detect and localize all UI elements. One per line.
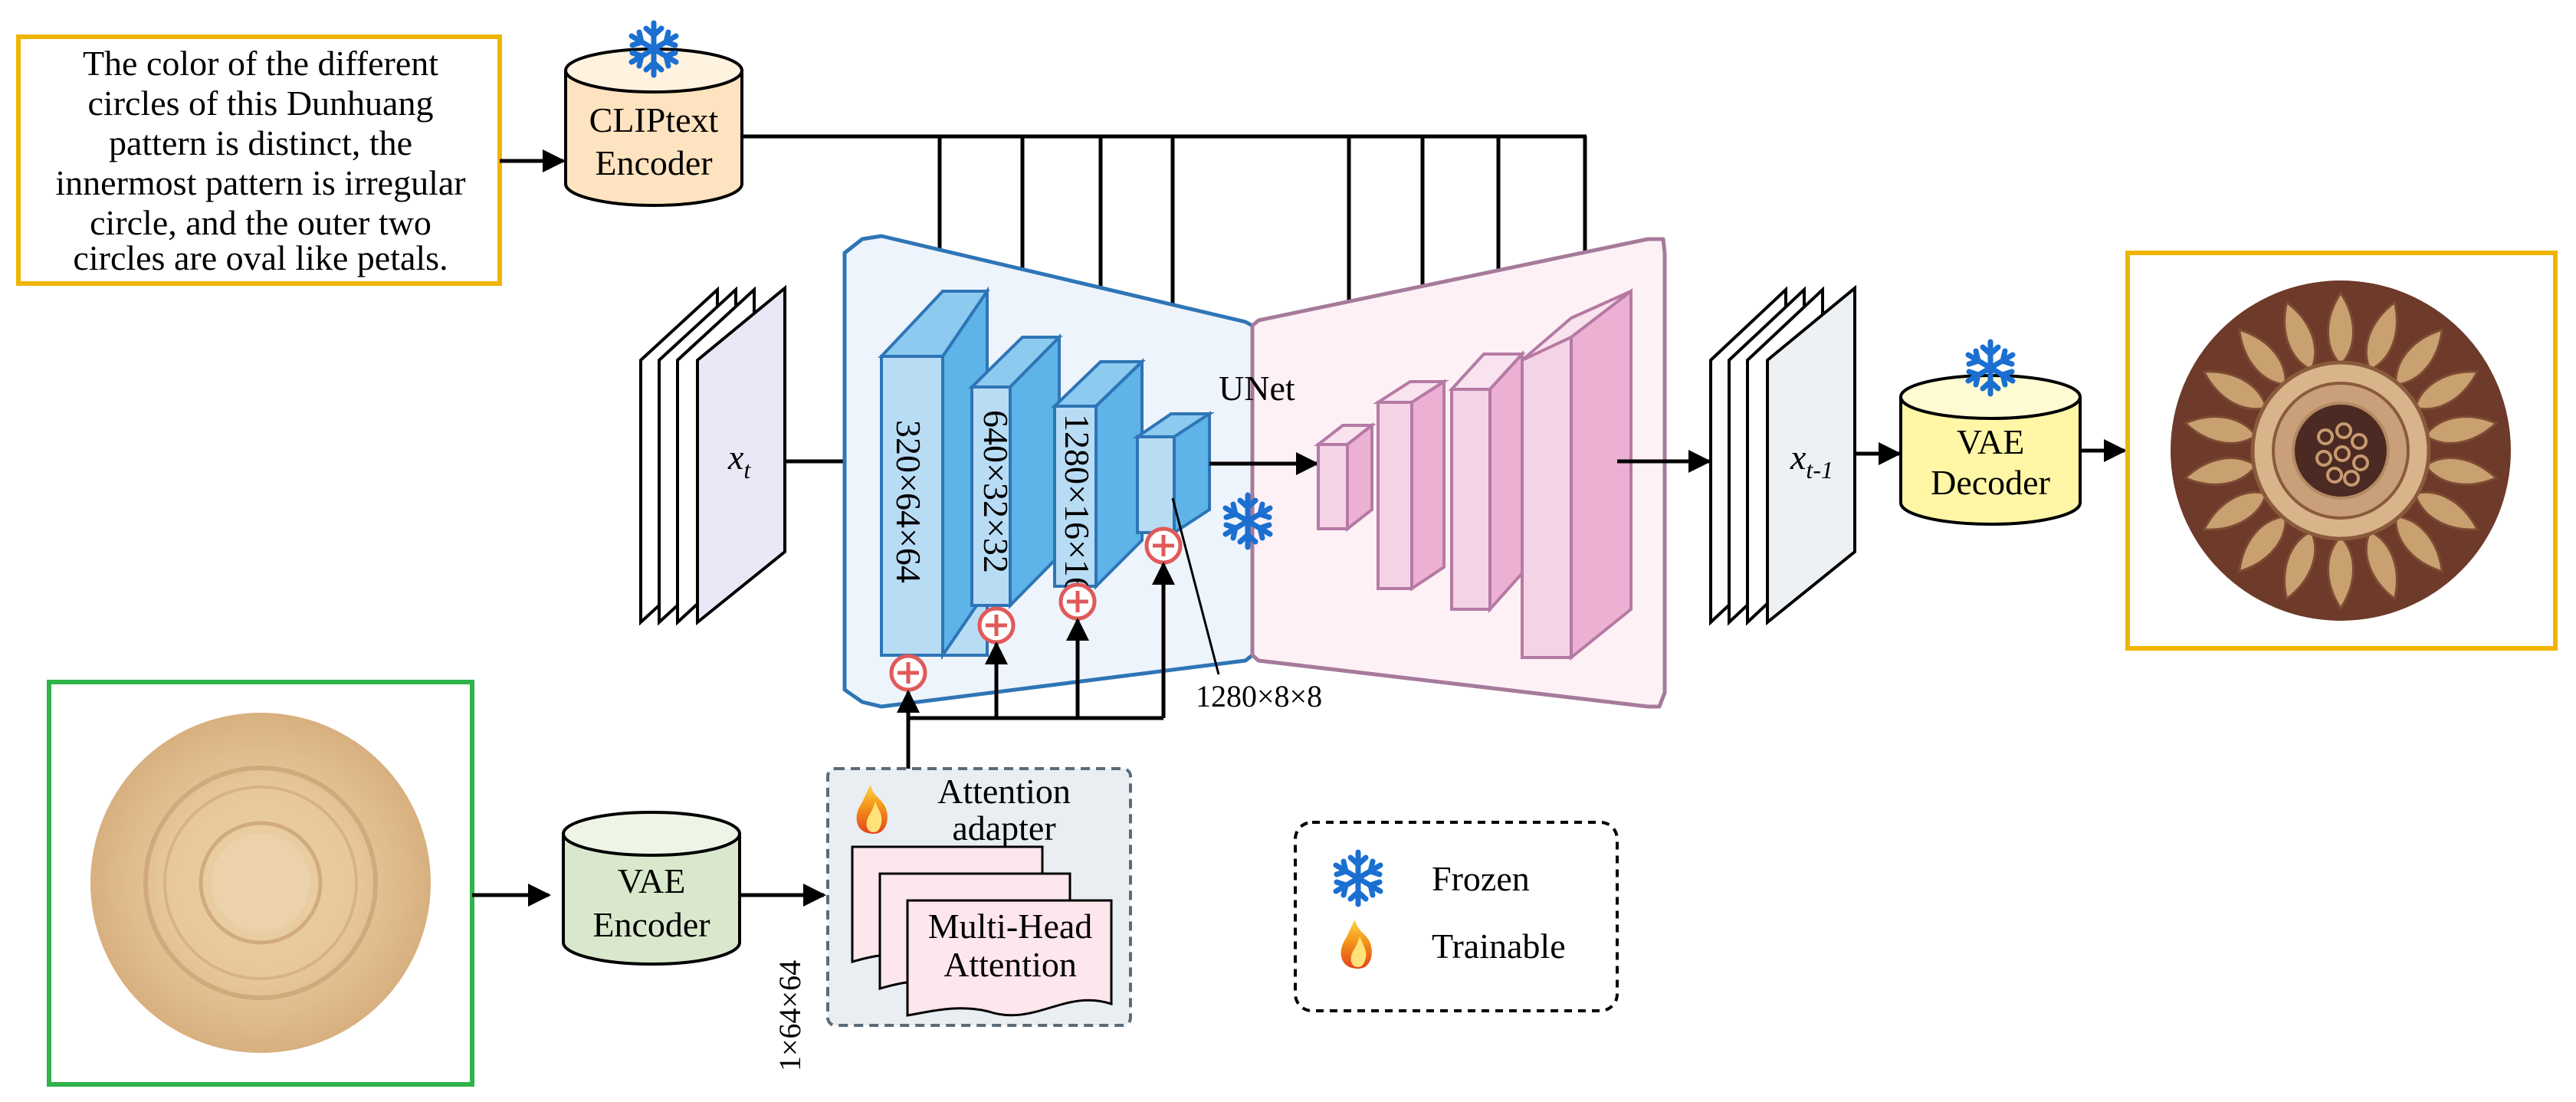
encoder-block-2: 640×32×32 xyxy=(968,333,1063,609)
legend: Frozen Trainable xyxy=(1294,821,1619,1012)
prompt-line: innermost pattern is irregular xyxy=(55,163,465,202)
encoder-block-3: 1280×16×16 xyxy=(1051,358,1146,595)
prompt-line: circles are oval like petals. xyxy=(73,238,448,277)
mha-label-2: Attention xyxy=(943,945,1077,984)
plus-circle-icon xyxy=(980,608,1013,642)
decoder-block-4 xyxy=(1521,287,1633,661)
adapter-label-2: adapter xyxy=(952,808,1055,848)
output-latent-stack: xt-1 xyxy=(1709,284,1856,626)
legend-frozen-label: Frozen xyxy=(1432,859,1530,898)
condition-image xyxy=(47,680,474,1087)
input-latent-label: xt xyxy=(727,438,751,484)
attention-adapter: Attention adapter Multi-Head Attention xyxy=(826,767,1132,1027)
decoder-block-2 xyxy=(1373,379,1449,592)
vae-encoder-label-1: VAE xyxy=(618,861,686,900)
input-latent-stack: xt xyxy=(639,284,786,626)
decoder-block-1 xyxy=(1314,421,1377,533)
text-prompt-box: The color of the different circles of th… xyxy=(16,34,502,286)
vae-encoder: VAE Encoder xyxy=(562,811,741,966)
output-latent-label: xt-1 xyxy=(1790,438,1833,484)
plus-circle-icon xyxy=(1061,585,1094,618)
output-image xyxy=(2125,251,2558,651)
prompt-line: The color of the different xyxy=(83,44,438,83)
latent-dim-label: 1×64×64 xyxy=(773,960,807,1071)
prompt-line: pattern is distinct, the xyxy=(109,123,412,162)
snowflake-icon xyxy=(1968,342,2013,394)
prompt-line: circle, and the outer two xyxy=(90,203,432,242)
plus-circle-icon xyxy=(891,656,925,690)
legend-trainable-label: Trainable xyxy=(1432,927,1566,966)
mha-label-1: Multi-Head xyxy=(928,907,1093,946)
encoder-block-3-label: 1280×16×16 xyxy=(1058,414,1097,595)
decoder-block-3 xyxy=(1448,349,1526,614)
adapter-label-1: Attention xyxy=(937,772,1071,811)
encoder-block-2-label: 640×32×32 xyxy=(976,410,1016,573)
clip-label-1: CLIPtext xyxy=(589,100,719,139)
adapter-injection-lines xyxy=(897,562,1175,769)
clip-label-2: Encoder xyxy=(595,143,712,182)
bottleneck-label: 1280×8×8 xyxy=(1196,679,1322,713)
bottleneck-block xyxy=(1132,411,1215,536)
plus-circle-icon xyxy=(1147,529,1180,562)
bottleneck-pointer xyxy=(1171,497,1220,675)
encoder-block-1-label: 320×64×64 xyxy=(889,420,928,583)
vae-decoder-label-2: Decoder xyxy=(1931,463,2050,502)
vae-encoder-label-2: Encoder xyxy=(592,905,710,944)
clip-text-encoder: CLIPtext Encoder xyxy=(564,48,743,207)
prompt-line: circles of this Dunhuang xyxy=(88,84,434,123)
vae-decoder: VAE Decoder xyxy=(1899,374,2082,526)
unet-label: UNet xyxy=(1219,369,1295,408)
vae-decoder-label-1: VAE xyxy=(1957,422,2025,461)
